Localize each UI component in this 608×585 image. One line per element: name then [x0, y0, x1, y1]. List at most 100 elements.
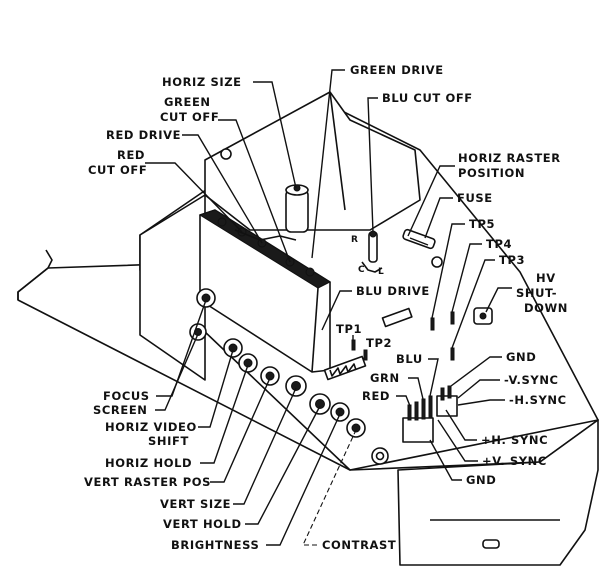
label-board-l: L: [378, 267, 384, 277]
label-horiz-hold: HORIZ HOLD: [105, 456, 192, 470]
label-down: DOWN: [524, 301, 568, 315]
leader-v-sync-pos: [437, 419, 478, 462]
chassis-drawing: [17, 91, 599, 566]
label-red-drive: RED DRIVE: [106, 128, 181, 142]
label-v-sync-pos: +V. SYNC: [482, 454, 547, 468]
screw-icon: [431, 256, 443, 268]
leader-horiz-raster: [407, 165, 455, 237]
neck-board-assembly: [189, 184, 493, 443]
tp1-pin-icon: [351, 339, 356, 351]
pot-vert-size-knob-icon: [291, 381, 301, 391]
label-red-signal: RED: [362, 389, 390, 403]
leader-screen: [155, 333, 199, 411]
label-vert-hold: VERT HOLD: [163, 517, 242, 531]
leader-gnd-top: [450, 356, 502, 387]
leader-focus: [156, 299, 207, 397]
rcl-leads-icon: [361, 261, 383, 273]
label-tp4: TP4: [486, 237, 512, 251]
label-tp2: TP2: [366, 336, 392, 350]
leader-gnd-bottom: [429, 439, 462, 481]
coil-icon: [285, 189, 309, 233]
label-contrast: CONTRAST: [322, 538, 396, 552]
cable-icon: [234, 229, 297, 241]
label-fuse: FUSE: [457, 191, 493, 205]
label-hv: HV: [536, 271, 556, 285]
label-shut: SHUT-: [516, 286, 557, 300]
label-horiz-size: HORIZ SIZE: [162, 75, 242, 89]
pot-vert-raster-knob-icon: [265, 371, 275, 381]
fuse-icon: [402, 228, 436, 250]
leader-blu-cut-off: [367, 97, 378, 233]
leader-blu-drive: [321, 290, 352, 331]
leader-horiz-hold: [200, 364, 249, 464]
label-gnd-bottom: GND: [466, 473, 496, 487]
label-v-sync-neg: -V.SYNC: [504, 373, 559, 387]
leader-red-cut-off: [145, 162, 243, 233]
connector-pin-icon: [414, 401, 419, 421]
ic-pins-icon: [329, 363, 357, 377]
label-screen: SCREEN: [93, 403, 148, 417]
sync-connector-icon: [436, 395, 458, 417]
label-blu-drive: BLU DRIVE: [356, 284, 430, 298]
side-wall: [139, 194, 206, 381]
leader-vert-hold: [245, 405, 321, 525]
screw-icon: [375, 451, 385, 461]
pot-vert-hold-knob-icon: [315, 399, 325, 409]
leader-grn: [408, 377, 424, 400]
leader-brightness: [266, 413, 341, 546]
leader-h-sync-pos: [445, 409, 477, 441]
labels: HORIZ SIZE GREEN DRIVE GREEN CUT OFF BLU…: [84, 63, 568, 552]
leader-horiz-size: [253, 81, 297, 189]
label-blu-cut-off: BLU CUT OFF: [382, 91, 473, 105]
trimpot-icon: [305, 267, 315, 277]
leader-lines: [145, 69, 512, 546]
label-green: GREEN: [164, 95, 211, 109]
trimpot-icon: [217, 217, 227, 227]
leader-vert-size: [233, 387, 297, 505]
hv-shutdown-pin-icon: [479, 312, 487, 320]
leader-red-drive: [182, 134, 263, 244]
front-pot-row: [189, 288, 366, 438]
leader-tp5: [431, 223, 465, 319]
connector-pin-icon: [440, 387, 445, 401]
bottom-fin-slot: [482, 539, 500, 549]
label-tp5: TP5: [469, 217, 495, 231]
leader-blu: [428, 358, 439, 397]
leader-tp3: [451, 259, 495, 349]
back-wall: [204, 91, 421, 231]
tp3-pin-icon: [450, 347, 455, 361]
leader-red: [396, 395, 411, 407]
label-h-sync-pos: +H. SYNC: [481, 433, 548, 447]
connector-pin-icon: [428, 395, 433, 419]
label-red-cut-off: CUT OFF: [88, 163, 147, 177]
leader-v-sync-neg: [457, 379, 500, 399]
leader-hv-shutdown: [485, 287, 512, 313]
pot-brightness-knob-icon: [335, 407, 345, 417]
leader-contrast: [302, 429, 357, 546]
neck-board-fold: [311, 287, 319, 373]
tp5-pin-icon: [430, 317, 435, 331]
tp2-pin-icon: [363, 349, 368, 361]
label-board-r: R: [351, 235, 359, 245]
label-blu: BLU: [396, 352, 423, 366]
connector-pin-icon: [421, 398, 426, 420]
label-vert-size: VERT SIZE: [160, 497, 231, 511]
label-grn: GRN: [370, 371, 400, 385]
neck-board-edge: [198, 209, 332, 289]
chip-icon: [381, 307, 413, 328]
label-vert-raster-pos: VERT RASTER POS: [84, 475, 211, 489]
leader-tp4: [451, 243, 482, 313]
tp4-pin-icon: [450, 311, 455, 325]
label-horiz-video: HORIZ VIDEO: [105, 420, 197, 434]
leader-green-cut-off: [218, 119, 291, 263]
connector-pin-icon: [447, 385, 452, 399]
label-gnd-top: GND: [506, 350, 536, 364]
label-tp3: TP3: [499, 253, 525, 267]
screw-icon: [220, 148, 232, 160]
label-tp1: TP1: [336, 322, 362, 336]
left-bracket: [17, 249, 53, 300]
connector-pin-icon: [407, 404, 412, 421]
label-position: POSITION: [458, 166, 525, 180]
